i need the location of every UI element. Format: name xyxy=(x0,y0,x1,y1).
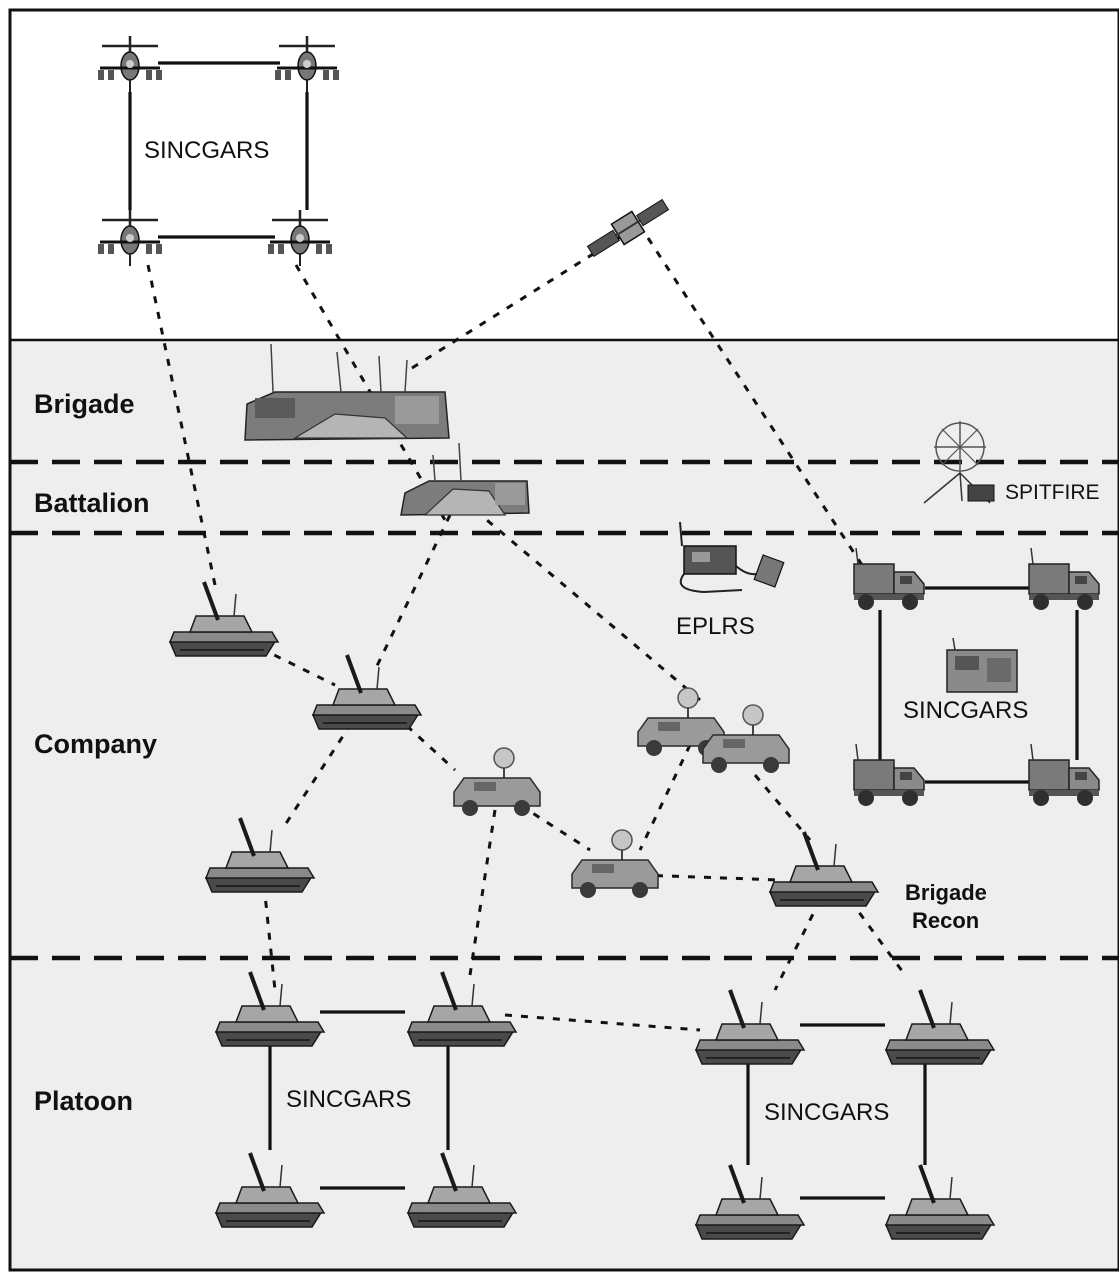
eplrs-radio-icon xyxy=(679,521,785,594)
recon-label-line1: Brigade xyxy=(905,880,987,905)
satellite-icon xyxy=(586,198,670,258)
brigade-command-post-icon xyxy=(244,343,450,441)
platoon-right-sincgars-label: SINCGARS xyxy=(764,1099,889,1126)
platoon-label: Platoon xyxy=(34,1086,133,1116)
outer-frame xyxy=(8,8,1119,1272)
recon-label-line2: Recon xyxy=(912,908,979,933)
spitfire-antenna-icon xyxy=(923,421,995,504)
brigade-label: Brigade xyxy=(34,389,135,419)
sincgars-links xyxy=(128,61,1079,1200)
battalion-label: Battalion xyxy=(34,488,150,518)
spitfire-label: SPITFIRE xyxy=(1005,481,1100,504)
platoon-left-sincgars-label: SINCGARS xyxy=(286,1086,411,1113)
battalion-command-post-icon xyxy=(400,442,530,516)
truck-sincgars-label: SINCGARS xyxy=(903,697,1028,724)
eplrs-label: EPLRS xyxy=(676,613,755,640)
company-label: Company xyxy=(34,729,157,759)
shelter-radio-icon xyxy=(946,637,1018,693)
air-sincgars-label: SINCGARS xyxy=(144,137,269,164)
